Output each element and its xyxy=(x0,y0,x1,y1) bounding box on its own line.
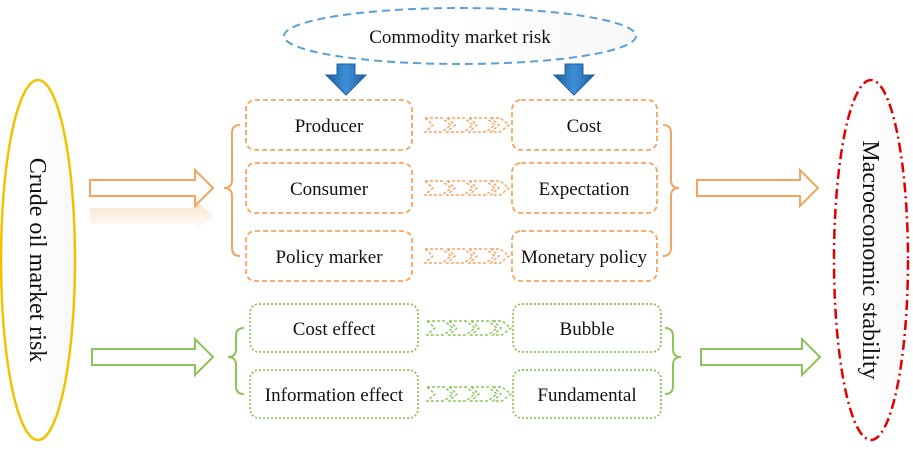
orange-row-2-left-label: Consumer xyxy=(290,179,369,200)
green-row-1-right-label: Bubble xyxy=(560,319,615,340)
orange-row-1-left-label: Producer xyxy=(295,116,364,137)
green-row-1-left-label: Cost effect xyxy=(293,319,376,340)
orange-row-3-right-label: Monetary policy xyxy=(521,247,648,268)
left-node-shape xyxy=(0,78,77,442)
green-output-arrow xyxy=(700,336,822,378)
orange-row-1: Producer Cost xyxy=(245,99,658,151)
green-box-information-effect xyxy=(249,369,419,419)
orange-box-consumer xyxy=(245,162,413,214)
right-node: Macroeconomic stability xyxy=(832,78,910,442)
orange-chevron-arrow xyxy=(423,117,511,133)
orange-row-3-left-label: Policy marker xyxy=(275,247,383,268)
orange-input-arrow-reflection xyxy=(90,200,213,232)
orange-chevron-arrow xyxy=(423,248,511,264)
green-input-arrow xyxy=(91,336,215,378)
orange-row-1-right-label: Cost xyxy=(567,116,603,137)
orange-left-bracket xyxy=(223,124,241,257)
left-node-label: Crude oil market risk xyxy=(24,158,50,363)
green-box-bubble xyxy=(512,303,662,353)
green-chevron-arrow xyxy=(425,320,513,336)
orange-chevron-arrow xyxy=(423,180,511,196)
green-row-2-left-label: Information effect xyxy=(265,385,404,406)
right-node-label: Macroeconomic stability xyxy=(857,140,883,379)
green-right-bracket xyxy=(664,327,682,395)
left-node: Crude oil market risk xyxy=(0,78,77,442)
orange-box-policy-marker xyxy=(245,230,413,282)
green-left-bracket xyxy=(227,327,245,395)
green-chevron-arrow xyxy=(425,386,513,402)
blue-down-arrow-left xyxy=(324,63,368,96)
orange-row-3: Policy marker Monetary policy xyxy=(245,230,658,282)
blue-down-arrow-right xyxy=(552,63,596,96)
orange-box-cost xyxy=(511,99,658,151)
orange-row-2: Consumer Expectation xyxy=(245,162,658,214)
green-row-2-right-label: Fundamental xyxy=(537,385,636,406)
orange-output-arrow xyxy=(696,167,820,209)
green-row-1: Cost effect Bubble xyxy=(249,303,662,353)
right-node-shape xyxy=(832,78,910,442)
orange-right-bracket xyxy=(662,124,680,257)
orange-input-arrow xyxy=(89,167,215,232)
green-box-fundamental xyxy=(512,369,662,419)
top-node: Commodity market risk xyxy=(283,7,637,65)
green-box-cost-effect xyxy=(249,303,419,353)
orange-box-monetary-policy xyxy=(511,230,658,282)
top-node-shape xyxy=(283,7,637,65)
orange-box-producer xyxy=(245,99,413,151)
orange-row-2-right-label: Expectation xyxy=(539,179,630,200)
green-row-2: Information effect Fundamental xyxy=(249,369,662,419)
orange-box-expectation xyxy=(511,162,658,214)
top-node-label: Commodity market risk xyxy=(369,27,551,48)
